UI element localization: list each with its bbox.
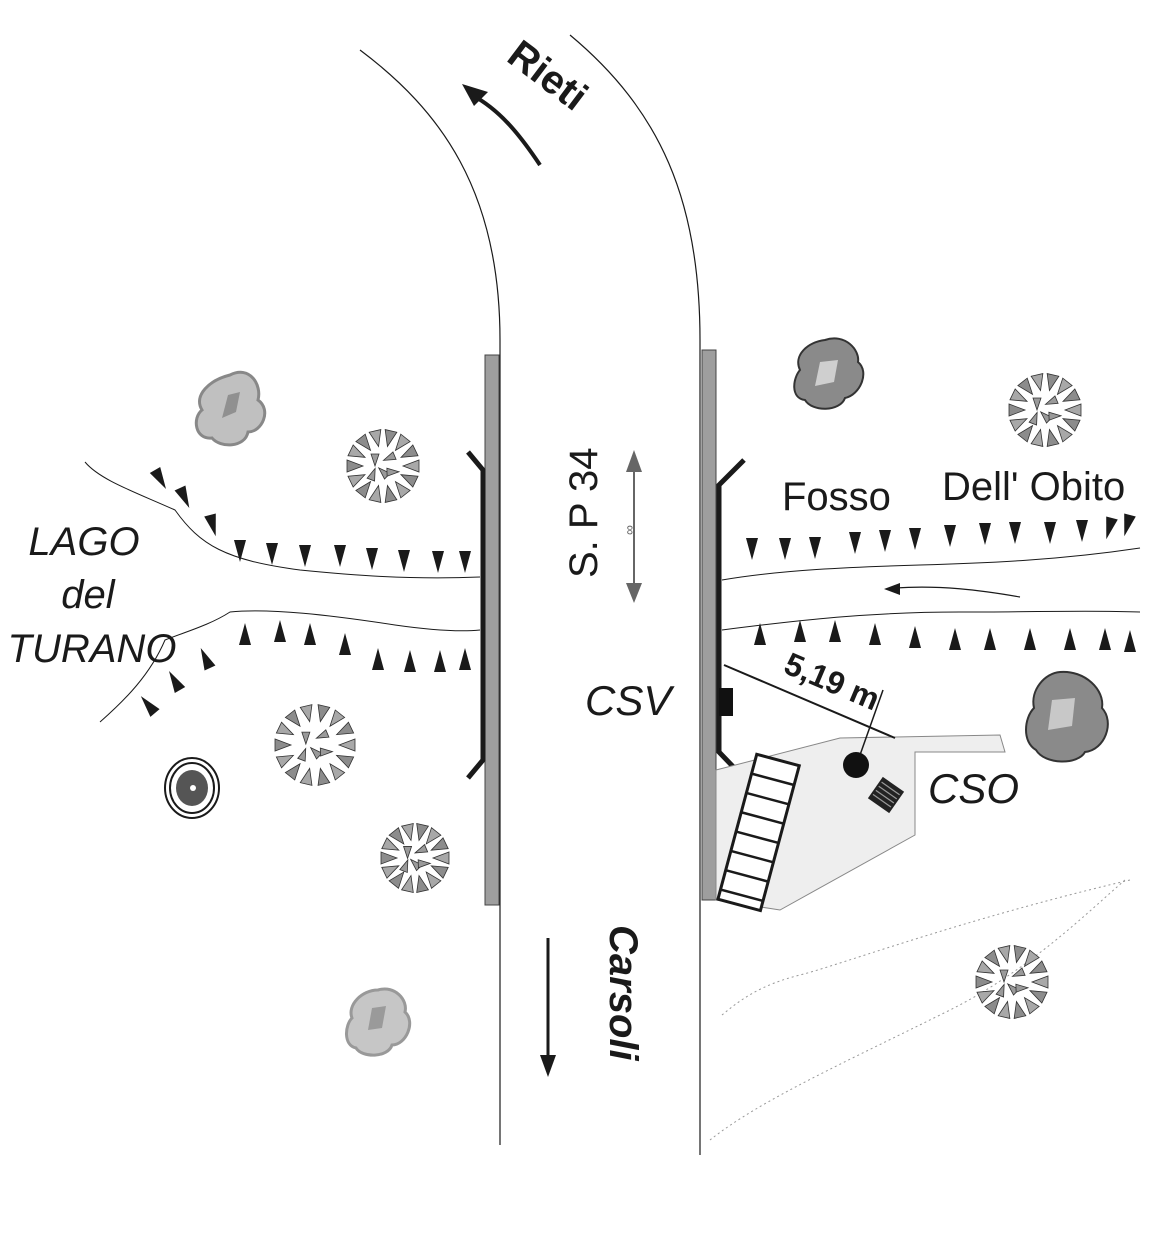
bank-tick bbox=[1076, 520, 1088, 542]
bank-tick bbox=[1024, 628, 1036, 650]
grate-icon bbox=[867, 776, 905, 814]
label-road-sp34: S. P 34 bbox=[562, 448, 606, 578]
bank-tick bbox=[432, 551, 444, 573]
distance-line bbox=[723, 664, 896, 739]
bank-tick bbox=[459, 551, 471, 573]
bank-tick bbox=[404, 650, 416, 672]
bank-tick bbox=[944, 525, 956, 547]
bank-tick bbox=[1064, 628, 1076, 650]
bank-tick bbox=[239, 623, 251, 645]
bank-tick bbox=[984, 628, 996, 650]
bank-tick bbox=[1124, 513, 1136, 537]
bank-tick bbox=[849, 532, 861, 554]
bank-hachures bbox=[140, 467, 1136, 717]
bank-tick bbox=[334, 545, 346, 567]
bank-tick bbox=[909, 528, 921, 550]
bank-tick bbox=[829, 620, 841, 642]
bank-tick bbox=[1124, 630, 1136, 652]
flow-direction-arrow bbox=[884, 583, 1021, 598]
svg-text:∞: ∞ bbox=[621, 525, 637, 535]
bank-tick bbox=[304, 623, 316, 645]
label-stream-word1: Fosso bbox=[782, 475, 891, 519]
road-double-arrow: ∞ bbox=[621, 450, 642, 603]
bank-tick bbox=[979, 523, 991, 545]
label-lake-line3: TURANO bbox=[8, 627, 177, 671]
stream-banks-west bbox=[84, 461, 481, 723]
road-sp34 bbox=[359, 34, 701, 1155]
label-csv: CSV bbox=[585, 677, 675, 724]
bank-tick bbox=[779, 538, 791, 560]
bank-tick bbox=[266, 543, 278, 565]
label-lake-line2: del bbox=[61, 573, 115, 617]
bank-tick bbox=[398, 550, 410, 572]
bank-tick bbox=[299, 545, 311, 567]
bank-tick bbox=[149, 467, 166, 490]
bank-tick bbox=[949, 628, 961, 650]
bank-tick bbox=[1009, 522, 1021, 544]
label-stream-word2: Dell' Obito bbox=[942, 465, 1125, 509]
bank-tick bbox=[754, 623, 766, 645]
well-icon bbox=[164, 757, 220, 819]
bank-tick bbox=[809, 537, 821, 559]
bank-tick bbox=[140, 696, 160, 717]
bank-tick bbox=[204, 513, 216, 537]
bridge-parapet-right bbox=[716, 458, 746, 780]
bank-tick bbox=[909, 626, 921, 648]
label-lake-line1: LAGO bbox=[28, 520, 139, 564]
cso-marker bbox=[843, 752, 869, 778]
bush-icon bbox=[975, 945, 1049, 1019]
carsoli-direction-arrow bbox=[540, 938, 556, 1077]
guardrail-left bbox=[484, 354, 500, 906]
bank-tick bbox=[746, 538, 758, 560]
stream-banks-east bbox=[709, 547, 1141, 1141]
bank-tick bbox=[339, 633, 351, 655]
bank-tick bbox=[1099, 628, 1111, 650]
tree-icon bbox=[1025, 670, 1109, 763]
bush-icon bbox=[274, 373, 1082, 1019]
label-carsoli: Carsoli bbox=[601, 925, 645, 1061]
bank-tick bbox=[434, 650, 446, 672]
bank-tick bbox=[794, 620, 806, 642]
bank-tick bbox=[366, 548, 378, 570]
label-cso: CSO bbox=[928, 765, 1019, 812]
tree-icon bbox=[345, 987, 412, 1057]
bank-tick bbox=[174, 485, 190, 508]
bank-tick bbox=[234, 540, 246, 562]
tree-icon bbox=[194, 371, 267, 447]
road-left-edge bbox=[359, 49, 501, 1145]
bush-icon bbox=[380, 822, 450, 894]
bank-tick bbox=[1044, 522, 1056, 544]
label-distance: 5,19 m bbox=[779, 645, 885, 717]
bank-tick bbox=[169, 670, 186, 693]
guardrail-right bbox=[701, 349, 717, 901]
tree-icon bbox=[793, 337, 865, 410]
bank-tick bbox=[372, 648, 384, 670]
bridge-parapet-left bbox=[466, 450, 486, 780]
bank-tick bbox=[459, 648, 471, 670]
bush-icon bbox=[274, 704, 356, 786]
staircase-icon bbox=[716, 752, 802, 913]
csv-marker bbox=[719, 688, 733, 716]
bush-icon bbox=[1008, 373, 1082, 447]
road-right-edge bbox=[569, 34, 701, 1155]
rieti-direction-arrow bbox=[462, 84, 542, 167]
distance-leader bbox=[859, 689, 884, 756]
bank-tick bbox=[200, 648, 216, 671]
bush-icon bbox=[346, 429, 420, 503]
bank-tick bbox=[274, 620, 286, 642]
bank-tick bbox=[869, 623, 881, 645]
bank-tick bbox=[1106, 516, 1118, 540]
bank-tick bbox=[879, 530, 891, 552]
